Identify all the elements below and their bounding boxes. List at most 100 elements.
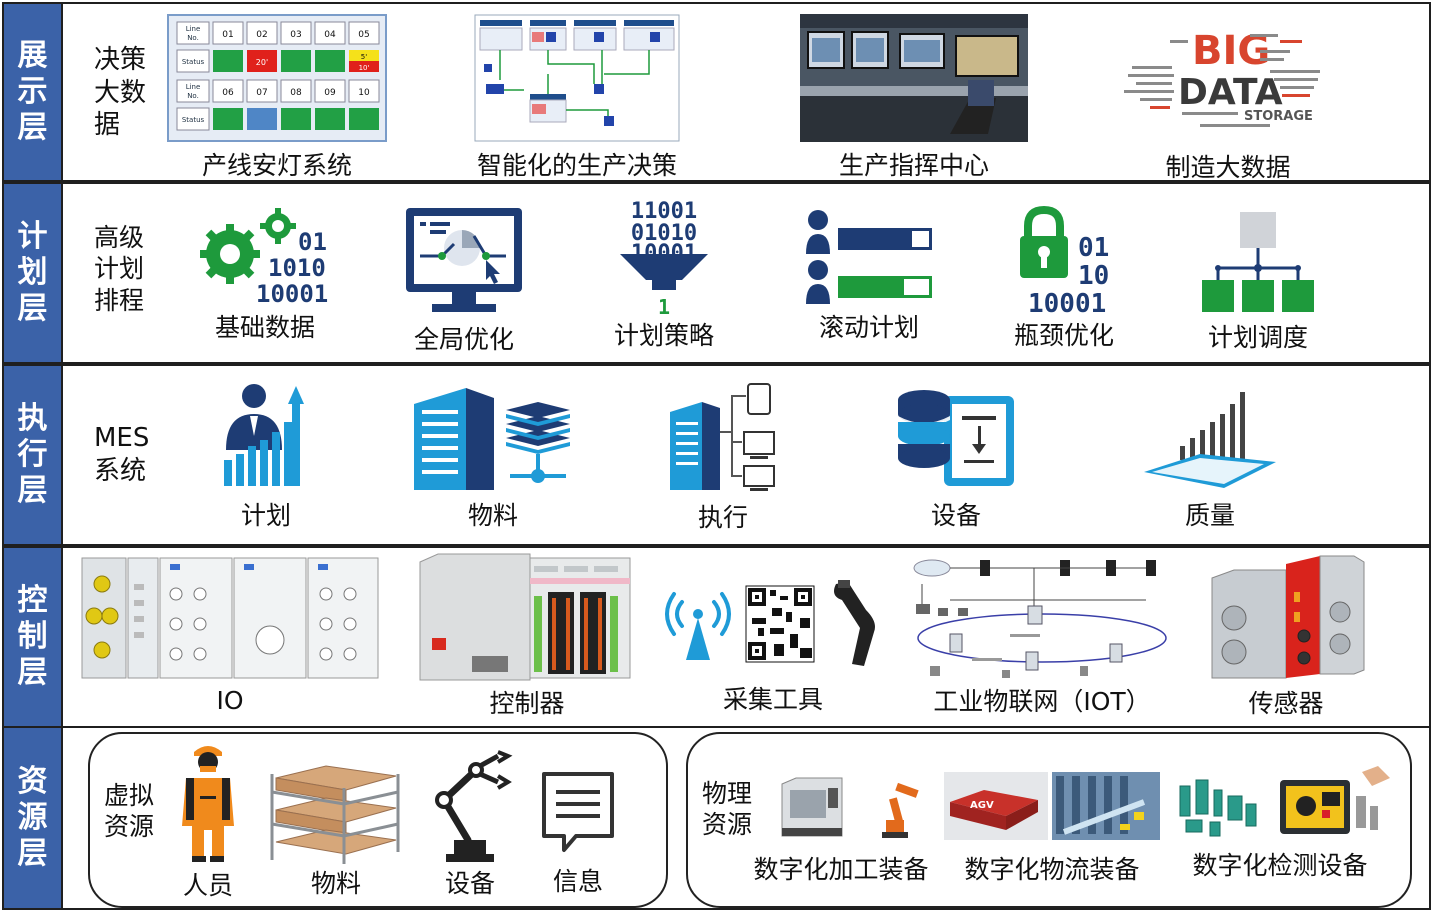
layer-label-display: 展示层 [4,4,63,180]
item-label: 质量 [1184,501,1235,530]
gears-binary-icon: 01 1010 10001 [200,208,328,304]
item-manufacturing-big-data: BIG DATA STORAGE 制造大数据 [1110,20,1346,184]
rack-boxes-image [270,765,400,864]
svg-text:05: 05 [358,30,369,40]
layer-label-execution: 执行层 [4,366,63,544]
svg-text:03: 03 [290,30,301,40]
svg-text:02: 02 [256,30,267,40]
item-label: 执行 [697,503,748,532]
iot-network-image [913,559,1167,678]
decision-flow-image [474,14,680,142]
svg-text:09: 09 [324,88,336,98]
item-label: IO [216,686,244,715]
layer-planning: 计划层 高级计划排程 01 1010 10001 基础数据 [2,182,1431,364]
svg-text:STORAGE: STORAGE [1244,109,1313,124]
svg-text:01: 01 [1078,233,1109,263]
antenna-qr-scanner-icon [665,580,875,666]
svg-text:01: 01 [298,228,327,256]
svg-text:Status: Status [182,58,205,66]
control-room-image [800,14,1028,142]
item-label: 设备 [930,501,981,530]
category-physical-resources: 物理资源 [702,779,753,840]
item-label: 数字化加工装备 [753,855,929,884]
svg-text:5': 5' [361,53,367,61]
group-physical-resources: 物理资源 数字化加工装备 AGV [686,732,1412,908]
sensor-module-image [1211,555,1365,679]
item-digital-logistics: AGV 数字化物流装备 [944,772,1160,886]
building-devices-icon [670,383,775,491]
item-io: IO [80,554,380,715]
sensors-image [1179,766,1390,837]
svg-text:08: 08 [290,88,302,98]
svg-text:DATA: DATA [1178,72,1283,113]
agv-warehouse-image: AGV [944,772,1160,840]
item-global-optimization: 全局优化 [402,204,526,356]
item-label: 数字化检测设备 [1192,851,1368,880]
plc-controller-image [419,553,631,681]
svg-text:20': 20' [256,58,268,67]
user-progress-icon [806,210,932,304]
item-plan-strategy: 11001 01010 10001 1 计划策略 [612,198,716,352]
item-label: 基础数据 [214,313,315,342]
svg-text:No.: No. [187,34,199,42]
group-virtual-resources: 虚拟资源 人员 [88,732,668,908]
svg-text:10001: 10001 [1028,289,1106,316]
layer-label-resources: 资源层 [4,728,63,908]
svg-text:07: 07 [256,88,267,98]
item-command-center: 生产指挥中心 [800,14,1028,182]
building-server-icon [414,388,570,490]
item-label: 物料 [467,501,518,530]
item-resource-material: 物料 [266,760,406,900]
svg-text:10: 10 [358,88,370,98]
item-label: 制造大数据 [1165,153,1291,182]
item-label: 工业物联网（IOT） [933,687,1151,716]
item-label: 数字化物流装备 [964,855,1140,884]
category-decision-big-data: 决策大数据 [94,45,147,140]
item-collection-tools: 采集工具 [660,578,886,716]
item-label: 传感器 [1248,689,1324,718]
item-label: 生产指挥中心 [838,151,989,180]
item-label: 设备 [444,869,495,898]
robot-arm-icon [435,750,513,862]
category-mes-system: MES系统 [94,423,150,486]
hierarchy-icon [1202,212,1314,312]
item-label: 瓶颈优化 [1013,321,1114,350]
item-bottleneck-optimization: 01 10 10001 瓶颈优化 [1010,206,1118,352]
svg-text:01010: 01010 [631,221,697,246]
item-label: 滚动计划 [818,313,919,342]
svg-text:10001: 10001 [256,280,328,304]
item-quality: 质量 [1140,388,1280,532]
item-label: 计划策略 [613,321,714,350]
binary-funnel-icon: 11001 01010 10001 1 [620,199,708,316]
layer-execution: 执行层 MES系统 计划 物料 [2,364,1431,546]
svg-text:04: 04 [324,30,336,40]
svg-text:10': 10' [359,64,370,72]
category-advanced-scheduling: 高级计划排程 [94,223,145,315]
item-label: 控制器 [489,689,565,718]
message-icon [542,772,614,852]
layer-label-control: 控制层 [4,548,63,726]
layer-label-planning: 计划层 [4,184,63,362]
item-label: 产线安灯系统 [201,151,352,180]
svg-text:Line: Line [186,25,201,33]
item-label: 物料 [310,869,361,898]
svg-text:Status: Status [182,116,205,124]
layer-control: 控制层 IO [2,546,1431,728]
item-label: 计划调度 [1207,323,1308,352]
svg-text:10: 10 [1078,261,1109,291]
svg-text:01: 01 [222,30,233,40]
svg-text:11001: 11001 [631,199,697,224]
svg-text:06: 06 [222,88,234,98]
io-modules-image [81,557,379,679]
svg-text:No.: No. [187,92,199,100]
item-sensor: 传感器 [1204,552,1368,720]
item-material: 物料 [410,384,576,532]
lock-binary-icon: 01 10 10001 [1020,206,1109,316]
item-resource-equipment: 设备 [424,748,516,900]
category-virtual-resources: 虚拟资源 [104,781,155,842]
database-tablet-icon [898,390,1014,486]
svg-text:AGV: AGV [970,800,994,811]
